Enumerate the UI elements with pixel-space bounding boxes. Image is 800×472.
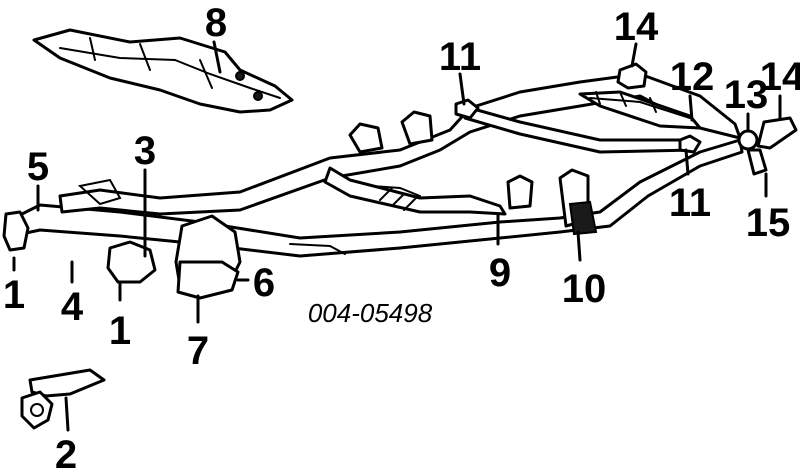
callout-10: 10: [562, 267, 607, 311]
callout-2: 2: [55, 433, 77, 472]
callout-12: 12: [670, 55, 715, 99]
front-crossmember-part-8: [32, 28, 294, 114]
callout-13: 13: [724, 73, 769, 117]
callout-15: 15: [746, 201, 791, 245]
callout-5: 5: [27, 145, 49, 189]
callout-4: 4: [61, 285, 84, 329]
reference-number: 004-05498: [308, 298, 433, 328]
callout-14-left: 14: [614, 5, 659, 49]
callout-14-right: 14: [760, 55, 800, 99]
callout-11-top: 11: [439, 35, 481, 79]
callout-11-bottom: 11: [669, 181, 711, 225]
bracket-part-2: [20, 368, 106, 430]
callout-8: 8: [205, 1, 227, 45]
callout-9: 9: [489, 251, 511, 295]
callout-labels: 1 1 2 3 4 5 6 7 8 9 10 11 11 12 13 14 14…: [3, 1, 800, 472]
leader-lines: [12, 40, 782, 432]
callout-7: 7: [187, 329, 209, 373]
callout-1-center: 1: [109, 309, 131, 353]
callout-3: 3: [134, 129, 156, 173]
vehicle-frame: [2, 62, 798, 300]
callout-6: 6: [253, 261, 275, 305]
callout-1-left: 1: [3, 273, 25, 317]
